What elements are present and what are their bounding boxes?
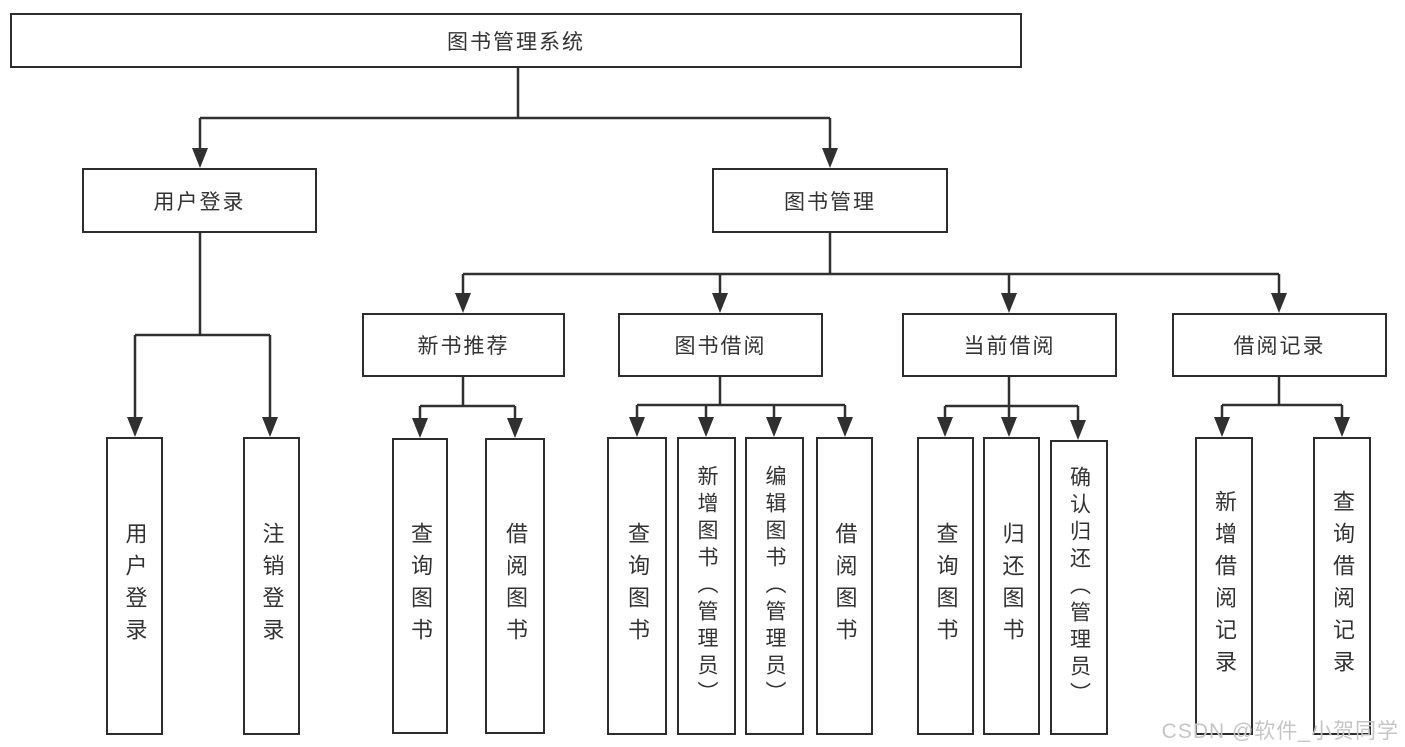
leaf-logout: 注销登录 <box>243 437 300 735</box>
node-book-borrow: 图书借阅 <box>618 313 823 377</box>
leaf-newbook-query-books: 查询图书 <box>392 438 448 734</box>
leaf-add-book-admin-label: 新增图书（管理员） <box>695 464 718 708</box>
leaf-return-book-label: 归还图书 <box>999 522 1025 650</box>
leaf-borrow-query-books: 查询图书 <box>607 437 667 735</box>
leaf-newbook-borrow-books: 借阅图书 <box>485 438 545 734</box>
leaf-newbook-query-books-label: 查询图书 <box>408 522 433 650</box>
leaf-confirm-return-admin-label: 确认归还（管理员） <box>1067 466 1091 709</box>
node-user-login: 用户登录 <box>82 168 317 233</box>
watermark: CSDN @软件_小贺同学 <box>1161 720 1399 743</box>
leaf-logout-label: 注销登录 <box>259 522 285 650</box>
node-current-borrow-label: 当前借阅 <box>963 335 1056 358</box>
leaf-newbook-borrow-books-label: 借阅图书 <box>503 522 528 650</box>
leaf-query-borrow-record: 查询借阅记录 <box>1313 437 1371 735</box>
node-root: 图书管理系统 <box>10 13 1022 68</box>
node-book-management: 图书管理 <box>712 168 948 233</box>
leaf-borrow-book-label: 借阅图书 <box>832 522 858 650</box>
leaf-query-borrow-record-label: 查询借阅记录 <box>1330 490 1355 682</box>
leaf-current-query-books: 查询图书 <box>917 437 974 735</box>
leaf-user-login-label: 用户登录 <box>122 522 148 650</box>
leaf-add-borrow-record-label: 新增借阅记录 <box>1212 490 1237 682</box>
leaf-borrow-book: 借阅图书 <box>816 437 873 735</box>
node-root-label: 图书管理系统 <box>447 30 585 54</box>
leaf-confirm-return-admin: 确认归还（管理员） <box>1050 440 1108 735</box>
leaf-add-book-admin: 新增图书（管理员） <box>677 437 736 735</box>
node-book-management-label: 图书管理 <box>784 190 876 214</box>
leaf-current-query-books-label: 查询图书 <box>933 522 959 650</box>
node-borrow-records-label: 借阅记录 <box>1233 335 1326 358</box>
node-new-book-recommend-label: 新书推荐 <box>417 335 510 358</box>
arrowheads <box>127 148 1350 440</box>
leaf-add-borrow-record: 新增借阅记录 <box>1195 437 1253 735</box>
node-borrow-records: 借阅记录 <box>1172 313 1387 377</box>
node-new-book-recommend: 新书推荐 <box>362 313 565 377</box>
leaf-borrow-query-books-label: 查询图书 <box>625 522 650 650</box>
leaf-edit-book-admin: 编辑图书（管理员） <box>745 437 804 735</box>
node-current-borrow: 当前借阅 <box>902 313 1117 377</box>
node-book-borrow-label: 图书借阅 <box>674 335 767 358</box>
leaf-edit-book-admin-label: 编辑图书（管理员） <box>763 464 786 708</box>
leaf-return-book: 归还图书 <box>983 437 1040 735</box>
leaf-user-login: 用户登录 <box>106 437 163 735</box>
node-user-login-label: 用户登录 <box>153 190 246 214</box>
